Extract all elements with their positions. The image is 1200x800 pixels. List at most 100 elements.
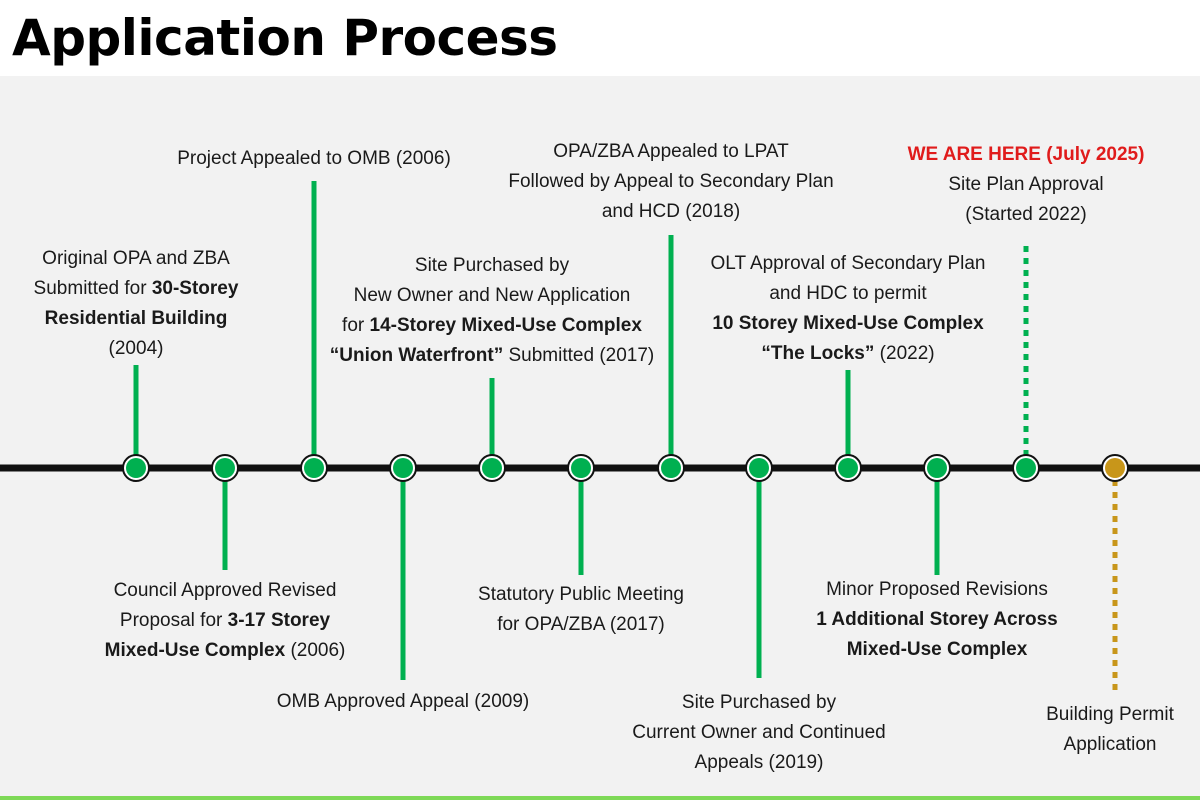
milestone-text: Proposal for (119, 610, 228, 631)
milestone-label-line: Building Permit (1046, 700, 1174, 730)
milestone-marker-8 (749, 458, 769, 478)
milestone-label-line: WE ARE HERE (July 2025) (908, 140, 1145, 170)
milestone-label-line: and HDC to permit (711, 279, 986, 309)
milestone-label-line: 10 Storey Mixed-Use Complex (711, 309, 986, 339)
milestone-text: (2004) (108, 338, 164, 359)
milestone-label-line: Statutory Public Meeting (478, 580, 684, 610)
milestone-label-line: Site Plan Approval (908, 170, 1145, 200)
milestone-text: 1 Additional Storey Across (816, 609, 1058, 630)
milestone-label-line: Original OPA and ZBA (34, 244, 239, 274)
milestone-text: Building Permit (1046, 704, 1174, 725)
milestone-marker-6 (571, 458, 591, 478)
milestone-text: Current Owner and Continued (632, 722, 886, 743)
milestone-text: 3-17 Storey (227, 610, 331, 631)
milestone-text: Submitted for (33, 278, 152, 299)
milestone-text: Minor Proposed Revisions (826, 579, 1048, 600)
milestone-label-line: Site Purchased by (632, 688, 885, 718)
milestone-label-line: Mixed-Use Complex (816, 635, 1057, 665)
milestone-label-line: Mixed-Use Complex (2006) (105, 636, 346, 666)
milestone-marker-10 (927, 458, 947, 478)
milestone-text: Site Plan Approval (948, 174, 1104, 195)
milestone-text: Site Purchased by (414, 255, 570, 276)
milestone-text: OMB Approved Appeal (2009) (276, 691, 530, 712)
milestone-text: Project Appealed to OMB (2006) (177, 148, 451, 169)
milestone-text: Appeals (2019) (694, 752, 824, 773)
milestone-marker-3 (304, 458, 324, 478)
milestone-label-line: “The Locks” (2022) (711, 339, 986, 369)
milestone-label-line: OLT Approval of Secondary Plan (711, 249, 986, 279)
milestone-label-4: OMB Approved Appeal (2009) (277, 687, 529, 717)
milestone-label-line: (2004) (34, 334, 239, 364)
milestone-label-line: 1 Additional Storey Across (816, 605, 1057, 635)
milestone-label-line: OMB Approved Appeal (2009) (277, 687, 529, 717)
milestone-label-5: Site Purchased by New Owner and New Appli… (330, 251, 654, 371)
milestone-text: (2006) (285, 640, 346, 661)
milestone-marker-4 (393, 458, 413, 478)
milestone-label-line: OPA/ZBA Appealed to LPAT (508, 137, 833, 167)
milestone-label-1: Original OPA and ZBA Submitted for 30-Sto… (34, 244, 239, 364)
milestone-label-9: OLT Approval of Secondary Plan and HDC to… (711, 249, 986, 369)
milestone-label-line: “Union Waterfront” Submitted (2017) (330, 341, 654, 371)
milestone-marker-12 (1105, 458, 1125, 478)
milestone-text: Followed by Appeal to Secondary Plan (508, 171, 834, 192)
milestone-label-7: OPA/ZBA Appealed to LPAT Followed by Appe… (508, 137, 833, 227)
milestone-text: Site Purchased by (681, 692, 837, 713)
milestone-label-line: for OPA/ZBA (2017) (478, 610, 684, 640)
milestone-text: (Started 2022) (965, 204, 1087, 225)
milestone-label-line: and HCD (2018) (508, 197, 833, 227)
milestone-text: OLT Approval of Secondary Plan (710, 253, 986, 274)
milestone-label-line: (Started 2022) (908, 200, 1145, 230)
milestone-text: OPA/ZBA Appealed to LPAT (553, 141, 789, 162)
milestone-marker-9 (838, 458, 858, 478)
milestone-text: Residential Building (44, 308, 228, 329)
milestone-label-line: Residential Building (34, 304, 239, 334)
milestone-marker-2 (215, 458, 235, 478)
milestone-text: and HDC to permit (769, 283, 927, 304)
milestone-label-line: Submitted for 30-Storey (34, 274, 239, 304)
milestone-text: 30-Storey (151, 278, 239, 299)
milestone-label-line: Minor Proposed Revisions (816, 575, 1057, 605)
milestone-text: Council Approved Revised (113, 580, 337, 601)
milestone-label-3: Project Appealed to OMB (2006) (177, 144, 451, 174)
milestone-text: and HCD (2018) (601, 201, 741, 222)
milestone-label-8: Site Purchased by Current Owner and Conti… (632, 688, 885, 778)
milestone-text: Submitted (2017) (503, 345, 655, 366)
milestone-label-line: Followed by Appeal to Secondary Plan (508, 167, 833, 197)
milestone-label-line: Project Appealed to OMB (2006) (177, 144, 451, 174)
milestone-label-line: Council Approved Revised (105, 576, 346, 606)
milestone-text: Statutory Public Meeting (478, 584, 684, 605)
milestone-text: “Union Waterfront” (329, 345, 504, 366)
milestone-text: 14-Storey Mixed-Use Complex (369, 315, 642, 336)
milestone-text: Mixed-Use Complex (104, 640, 286, 661)
milestone-label-line: for 14-Storey Mixed-Use Complex (330, 311, 654, 341)
timeline-panel (0, 76, 1200, 798)
milestone-marker-5 (482, 458, 502, 478)
milestone-marker-7 (661, 458, 681, 478)
milestone-label-line: Proposal for 3-17 Storey (105, 606, 346, 636)
page-title: Application Process (12, 9, 558, 67)
milestone-text: “The Locks” (761, 343, 875, 364)
milestone-marker-1 (126, 458, 146, 478)
milestone-text: (2022) (874, 343, 935, 364)
milestone-label-line: New Owner and New Application (330, 281, 654, 311)
milestone-label-line: Site Purchased by (330, 251, 654, 281)
milestone-text: 10 Storey Mixed-Use Complex (712, 313, 984, 334)
milestone-text: Application (1063, 734, 1157, 755)
milestone-text: Original OPA and ZBA (42, 248, 230, 269)
milestone-label-11: WE ARE HERE (July 2025) Site Plan Approva… (908, 140, 1145, 230)
milestone-marker-11 (1016, 458, 1036, 478)
current-position-callout: WE ARE HERE (July 2025) (907, 144, 1145, 165)
milestone-text: for (342, 315, 370, 336)
milestone-text: New Owner and New Application (353, 285, 631, 306)
milestone-text: for OPA/ZBA (2017) (497, 614, 665, 635)
milestone-label-line: Application (1046, 730, 1174, 760)
milestone-label-6: Statutory Public Meeting for OPA/ZBA (201… (478, 580, 684, 640)
milestone-label-10: Minor Proposed Revisions 1 Additional Sto… (816, 575, 1057, 665)
bottom-accent-line (0, 796, 1200, 800)
milestone-label-line: Appeals (2019) (632, 748, 885, 778)
milestone-text: Mixed-Use Complex (846, 639, 1028, 660)
milestone-label-line: Current Owner and Continued (632, 718, 885, 748)
